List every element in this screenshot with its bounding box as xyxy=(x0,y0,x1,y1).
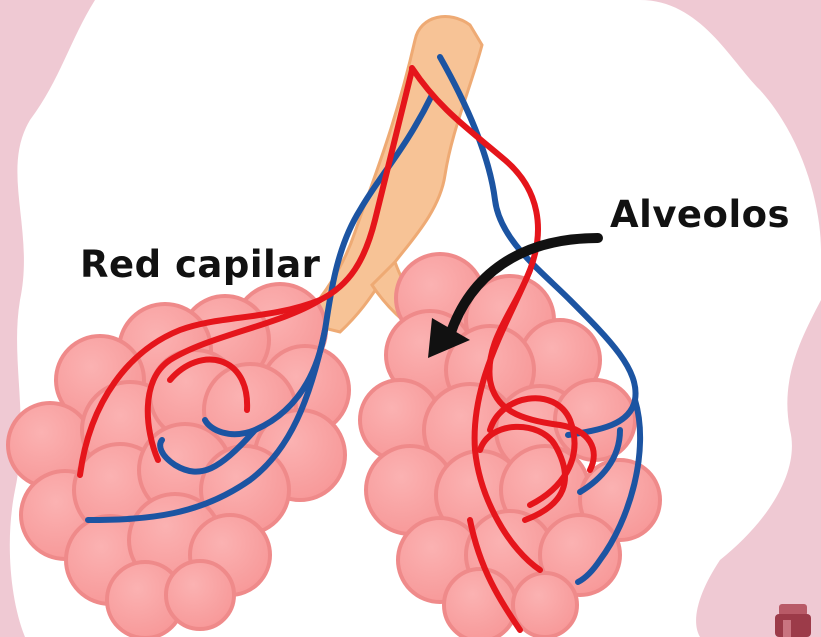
capillary-network-label: Red capilar xyxy=(80,246,320,283)
alveolus xyxy=(513,573,577,637)
alveolus xyxy=(166,561,234,629)
alveoli-label: Alveolos xyxy=(610,196,790,233)
bottle-icon xyxy=(775,604,811,637)
